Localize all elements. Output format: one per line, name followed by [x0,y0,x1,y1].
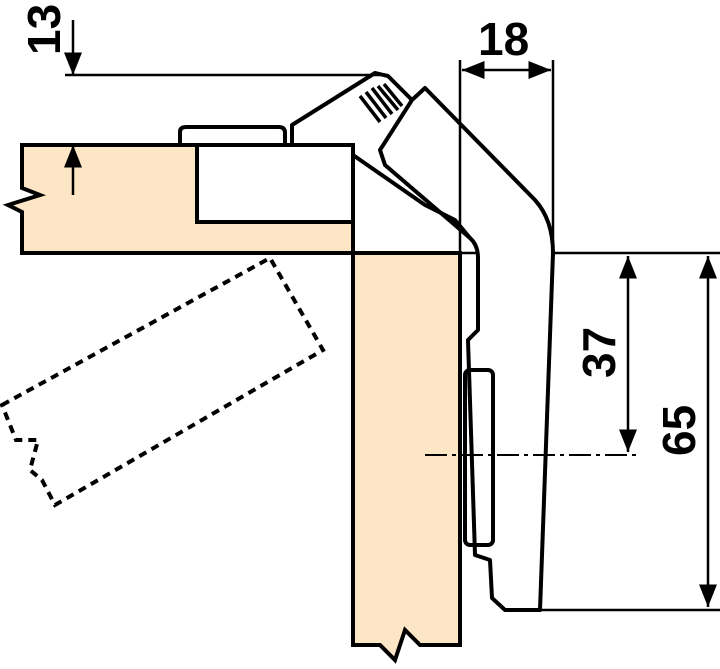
hinge-arm [290,71,414,145]
dimension-label-65: 65 [653,405,705,456]
hinge-cup-top [178,125,287,145]
hinge-body [378,86,555,612]
open-door-outline [0,255,326,508]
mounting-plate [463,368,495,547]
dimension-label-18: 18 [478,13,529,65]
dimension-label-13: 13 [18,4,70,55]
dimension-13: 13 [18,4,380,195]
hinge [178,71,555,612]
dimension-65: 65 [540,256,720,612]
top-panel [2,143,355,255]
dimension-label-37: 37 [573,327,625,378]
hinge-inner-line [351,153,472,240]
side-panel [351,251,462,664]
dimension-37: 37 [425,256,640,456]
adjustment-screw [358,82,404,124]
cup-recess [195,143,355,224]
dimension-18: 18 [458,13,555,253]
